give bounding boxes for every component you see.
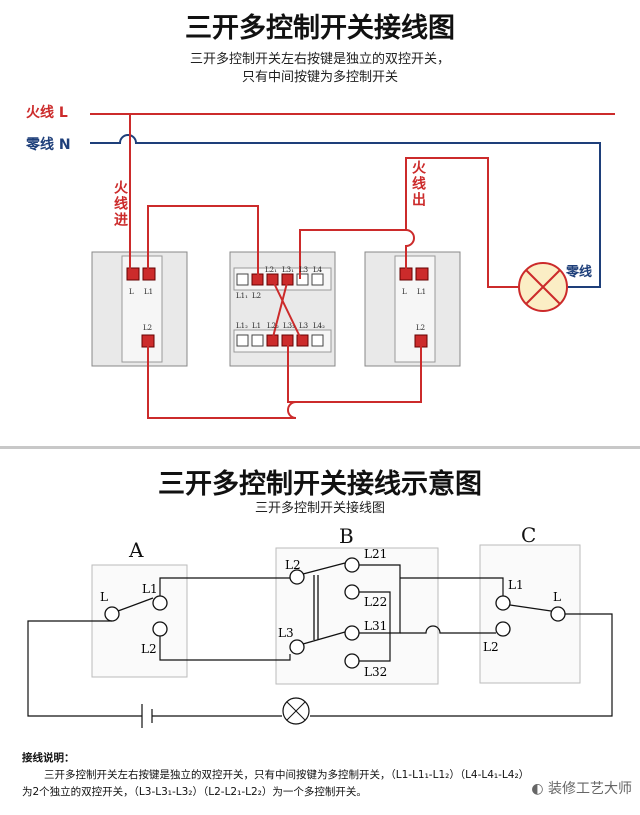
wiring-notes: 接线说明： 三开多控制开关左右按键是独立的双控开关，只有中间按键为多控制开关，（… xyxy=(22,750,622,801)
mid-bottom-term-1: L1₂ xyxy=(236,322,248,330)
wiring-photo-diagram: 三开多控制开关接线图 三开多控制开关左右按键是独立的双控开关， 只有中间按键为多… xyxy=(26,13,615,419)
left-switch-term-L: L xyxy=(129,288,134,296)
switch-b-left-bottom: L3 xyxy=(278,626,294,640)
mid-top-term-3: L2₁ xyxy=(265,266,277,274)
mid-top-term-5: L3 xyxy=(299,266,308,274)
bottom-title: 三开多控制开关接线示意图 xyxy=(158,469,482,500)
mid-top-term-4: L3₁ xyxy=(282,266,294,274)
switch-c-common: L xyxy=(553,590,561,604)
switch-b-left-top: L2 xyxy=(285,558,301,572)
top-wiring-svg: L L1 L2 L1₁ L2 L2₁ L3₁ L3 L4 L1₂ L1 L2₂ … xyxy=(90,113,615,419)
mid-top-term-6: L4 xyxy=(313,266,323,274)
bottom-subtitle: 三开多控制开关接线图 xyxy=(254,501,385,516)
mid-bottom-term-2: L1 xyxy=(252,322,261,330)
switch-b-r1: L21 xyxy=(364,547,387,561)
lamp-neutral-label: 零线 xyxy=(566,265,593,280)
left-switch-term-L2: L2 xyxy=(143,324,152,332)
live-in-label: 火线进 xyxy=(112,180,128,228)
switch-b-r2: L22 xyxy=(364,595,387,609)
right-switch-term-L1: L1 xyxy=(417,288,426,296)
switch-a-common: L xyxy=(100,590,108,604)
switch-a-t1: L1 xyxy=(142,582,158,596)
schematic-lamp-icon xyxy=(282,697,310,725)
switch-c-name: C xyxy=(521,523,536,547)
right-switch-plate xyxy=(364,251,461,367)
wechat-icon: ◐ xyxy=(531,781,544,797)
mid-top-term-1: L1₁ xyxy=(236,292,248,300)
middle-switch-plate xyxy=(229,251,336,367)
right-switch-term-L: L xyxy=(402,288,407,296)
neutral-wire-label: 零线 N xyxy=(26,137,71,153)
right-switch-term-L2: L2 xyxy=(416,324,425,332)
notes-heading: 接线说明： xyxy=(22,752,75,764)
schematic-wires xyxy=(27,564,613,728)
switch-c-t1: L1 xyxy=(508,578,524,592)
left-switch-plate xyxy=(91,251,188,367)
watermark-text: 装修工艺大师 xyxy=(548,781,632,797)
mid-bottom-term-6: L4₂ xyxy=(313,322,325,330)
switch-b-name: B xyxy=(339,524,354,548)
notes-line1: 三开多控制开关左右按键是独立的双控开关，只有中间按键为多控制开关，（L1-L1₁… xyxy=(44,769,530,781)
switch-c: C L1 L2 L xyxy=(479,523,581,684)
switch-b: B L2 L3 L21 L22 L31 L32 xyxy=(275,524,439,685)
switch-a: A L L1 L2 xyxy=(91,538,188,678)
mid-bottom-term-4: L3₂ xyxy=(283,322,295,330)
switch-b-r3: L31 xyxy=(364,619,387,633)
notes-line2: 为2个独立的双控开关，（L3-L3₁-L3₂）（L2-L2₁-L2₂）为一个多控… xyxy=(22,786,367,798)
switch-c-t2: L2 xyxy=(483,640,499,654)
switch-b-r4: L32 xyxy=(364,665,387,679)
lamp-icon xyxy=(518,262,568,312)
switch-a-t2: L2 xyxy=(141,642,157,656)
switch-a-name: A xyxy=(128,538,144,562)
live-out-label: 火线出 xyxy=(410,160,426,208)
top-title: 三开多控制开关接线图 xyxy=(185,13,455,44)
mid-bottom-term-5: L3 xyxy=(299,322,308,330)
watermark: ◐ 装修工艺大师 xyxy=(531,778,632,798)
top-subtitle-line1: 三开多控制开关左右按键是独立的双控开关， xyxy=(189,52,450,67)
left-switch-term-L1: L1 xyxy=(144,288,153,296)
red-wires xyxy=(129,114,518,419)
mid-bottom-term-3: L2₂ xyxy=(267,322,279,330)
live-wire-label: 火线 L xyxy=(26,105,68,121)
top-subtitle-line2: 只有中间按键为多控制开关 xyxy=(241,70,398,85)
mid-top-term-2: L2 xyxy=(252,292,261,300)
panel-divider xyxy=(0,446,640,449)
